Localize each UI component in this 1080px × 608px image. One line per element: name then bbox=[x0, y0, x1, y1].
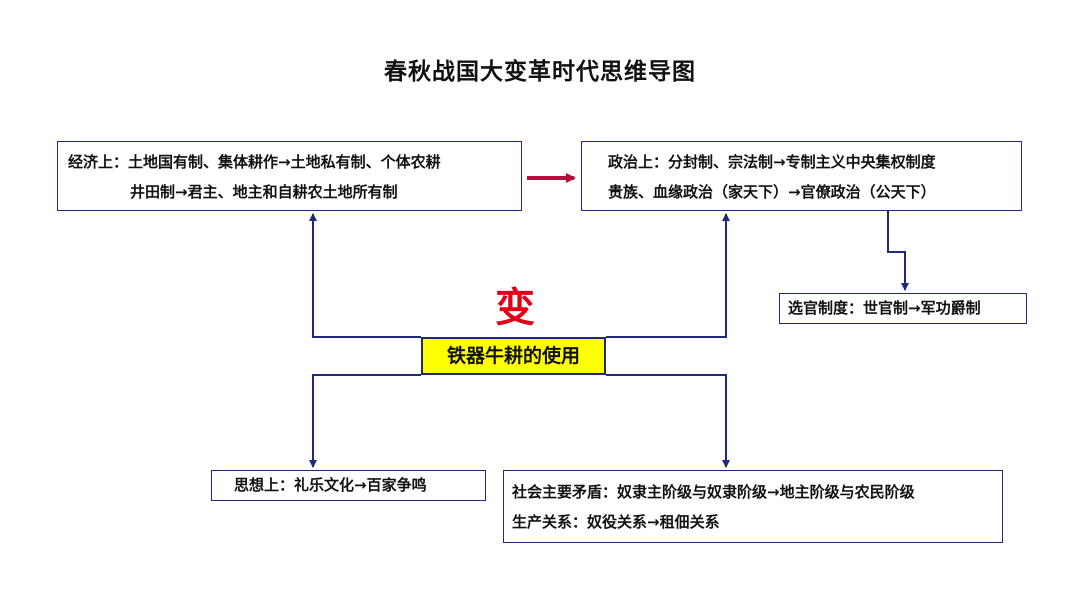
arrow-to-official-selection bbox=[887, 211, 909, 291]
economy-line-1: 经济上：土地国有制、集体耕作→土地私有制、个体农耕 bbox=[68, 153, 441, 171]
thought-text: 思想上：礼乐文化→百家争鸣 bbox=[234, 476, 427, 494]
official-selection-box: 选官制度：世官制→军功爵制 bbox=[779, 293, 1027, 324]
thought-box: 思想上：礼乐文化→百家争鸣 bbox=[211, 470, 486, 501]
center-node: 铁器牛耕的使用 bbox=[421, 337, 606, 375]
society-box: 社会主要矛盾：奴隶主阶级与奴隶阶级→地主阶级与农民阶级 生产关系：奴役关系→租佃… bbox=[503, 470, 1003, 543]
official-selection-text: 选官制度：世官制→军功爵制 bbox=[788, 299, 981, 317]
arrow-to-politics bbox=[606, 213, 730, 338]
page-title: 春秋战国大变革时代思维导图 bbox=[384, 59, 696, 85]
economy-box: 经济上：土地国有制、集体耕作→土地私有制、个体农耕 井田制→君主、地主和自耕农土… bbox=[57, 141, 522, 211]
politics-box: 政治上：分封制、宗法制→专制主义中央集权制度 贵族、血缘政治（家天下）→官僚政治… bbox=[581, 141, 1022, 211]
arrow-to-thought bbox=[309, 374, 421, 468]
politics-line-2: 贵族、血缘政治（家天下）→官僚政治（公天下） bbox=[608, 183, 936, 201]
society-line-2: 生产关系：奴役关系→租佃关系 bbox=[512, 513, 720, 531]
economy-line-2: 井田制→君主、地主和自耕农土地所有制 bbox=[130, 183, 398, 201]
arrow-to-society bbox=[606, 374, 730, 468]
change-character: 变 bbox=[495, 285, 535, 331]
arrow-to-economy bbox=[309, 213, 421, 338]
society-line-1: 社会主要矛盾：奴隶主阶级与奴隶阶级→地主阶级与农民阶级 bbox=[512, 483, 915, 501]
politics-line-1: 政治上：分封制、宗法制→专制主义中央集权制度 bbox=[608, 153, 936, 171]
